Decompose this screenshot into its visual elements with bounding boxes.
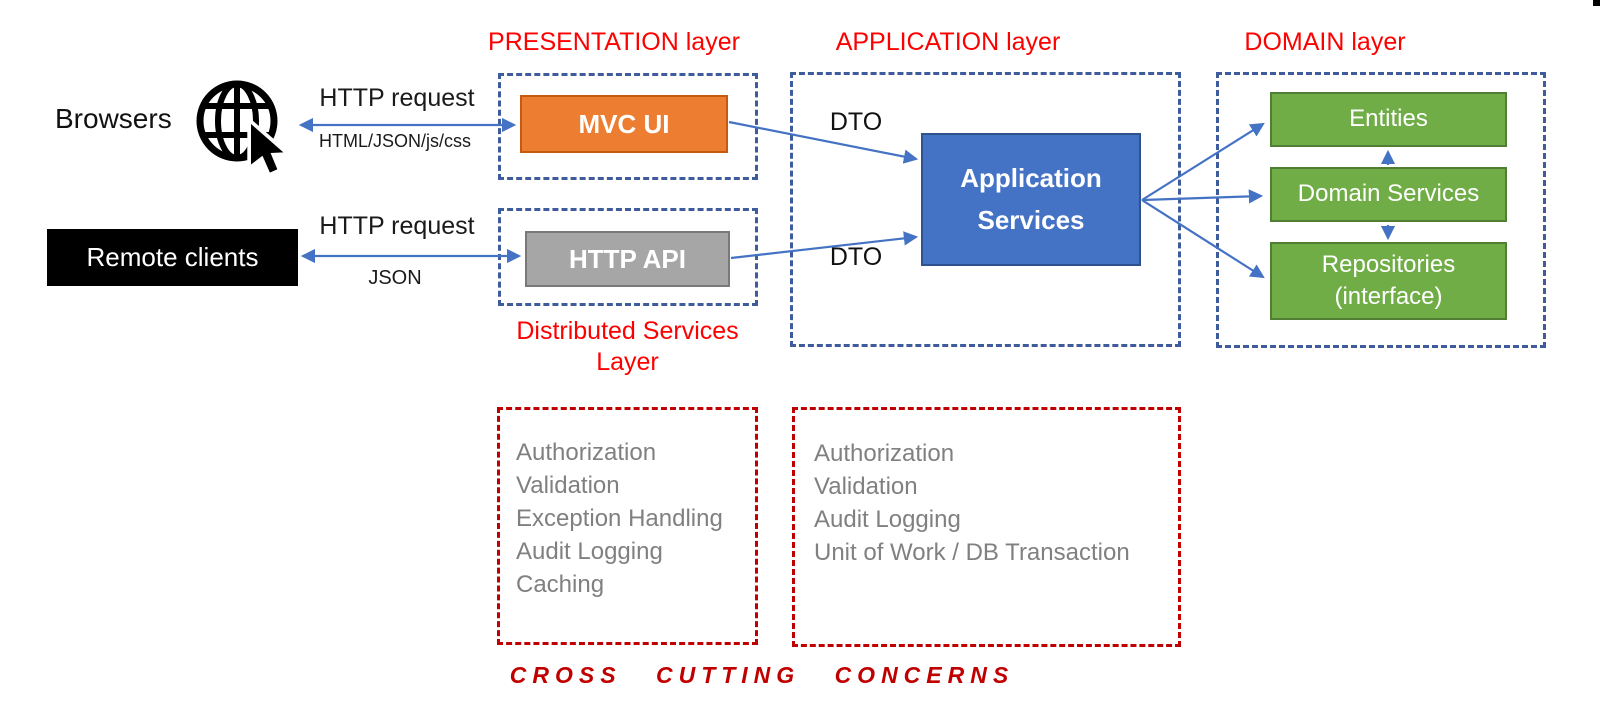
list-item: Audit Logging — [516, 538, 663, 565]
mvc-ui-label: MVC UI — [578, 108, 670, 139]
list-item: Audit Logging — [814, 506, 961, 533]
http-api-label: HTTP API — [568, 243, 686, 274]
domain-layer-title: DOMAIN layer — [1244, 28, 1406, 56]
browser-arrow-payload-label: HTML/JSON/js/css — [318, 131, 471, 151]
list-item: Authorization — [814, 440, 955, 467]
screenshot-corner-artifact — [1593, 0, 1600, 6]
repositories-label: Repositories (interface) — [1321, 250, 1456, 310]
list-item: Exception Handling — [516, 505, 723, 532]
cross-cutting-list-2: Authorization Validation Audit Logging U… — [814, 437, 1174, 569]
http-api-box: HTTP API — [525, 231, 730, 287]
list-item: Validation — [814, 473, 918, 500]
globe-cursor-icon — [196, 80, 293, 177]
browser-arrow-request-label: HTTP request — [319, 84, 475, 112]
domain-services-label: Domain Services — [1297, 180, 1480, 208]
list-item: Authorization — [516, 439, 657, 466]
list-item: Caching — [516, 571, 605, 598]
list-item: Validation — [516, 472, 620, 499]
application-services-label: Application Services — [960, 162, 1102, 235]
browsers-label: Browsers — [55, 103, 172, 134]
remote-arrow-request-label: HTTP request — [319, 212, 475, 240]
cross-cutting-concerns-title: CROSS CUTTING CONCERNS — [509, 662, 1015, 688]
cross-cutting-box-presentation — [497, 407, 758, 645]
application-layer-title: APPLICATION layer — [835, 28, 1061, 56]
repositories-box: Repositories (interface) — [1270, 242, 1507, 320]
cursor-arrow-icon — [247, 115, 293, 177]
application-services-box: Application Services — [921, 133, 1141, 266]
presentation-layer-title: PRESENTATION layer — [488, 28, 740, 56]
entities-box: Entities — [1270, 92, 1507, 147]
mvc-ui-box: MVC UI — [520, 95, 728, 153]
remote-arrow-payload-label: JSON — [368, 267, 422, 289]
domain-services-box: Domain Services — [1270, 167, 1507, 222]
remote-clients-box: Remote clients — [47, 229, 298, 286]
cross-cutting-box-application — [792, 407, 1181, 647]
list-item: Unit of Work / DB Transaction — [814, 539, 1130, 566]
distributed-services-layer-title: Distributed Services Layer — [516, 317, 739, 377]
cross-cutting-list-1: Authorization Validation Exception Handl… — [516, 436, 751, 601]
entities-label: Entities — [1349, 105, 1428, 133]
remote-clients-label: Remote clients — [86, 242, 259, 272]
